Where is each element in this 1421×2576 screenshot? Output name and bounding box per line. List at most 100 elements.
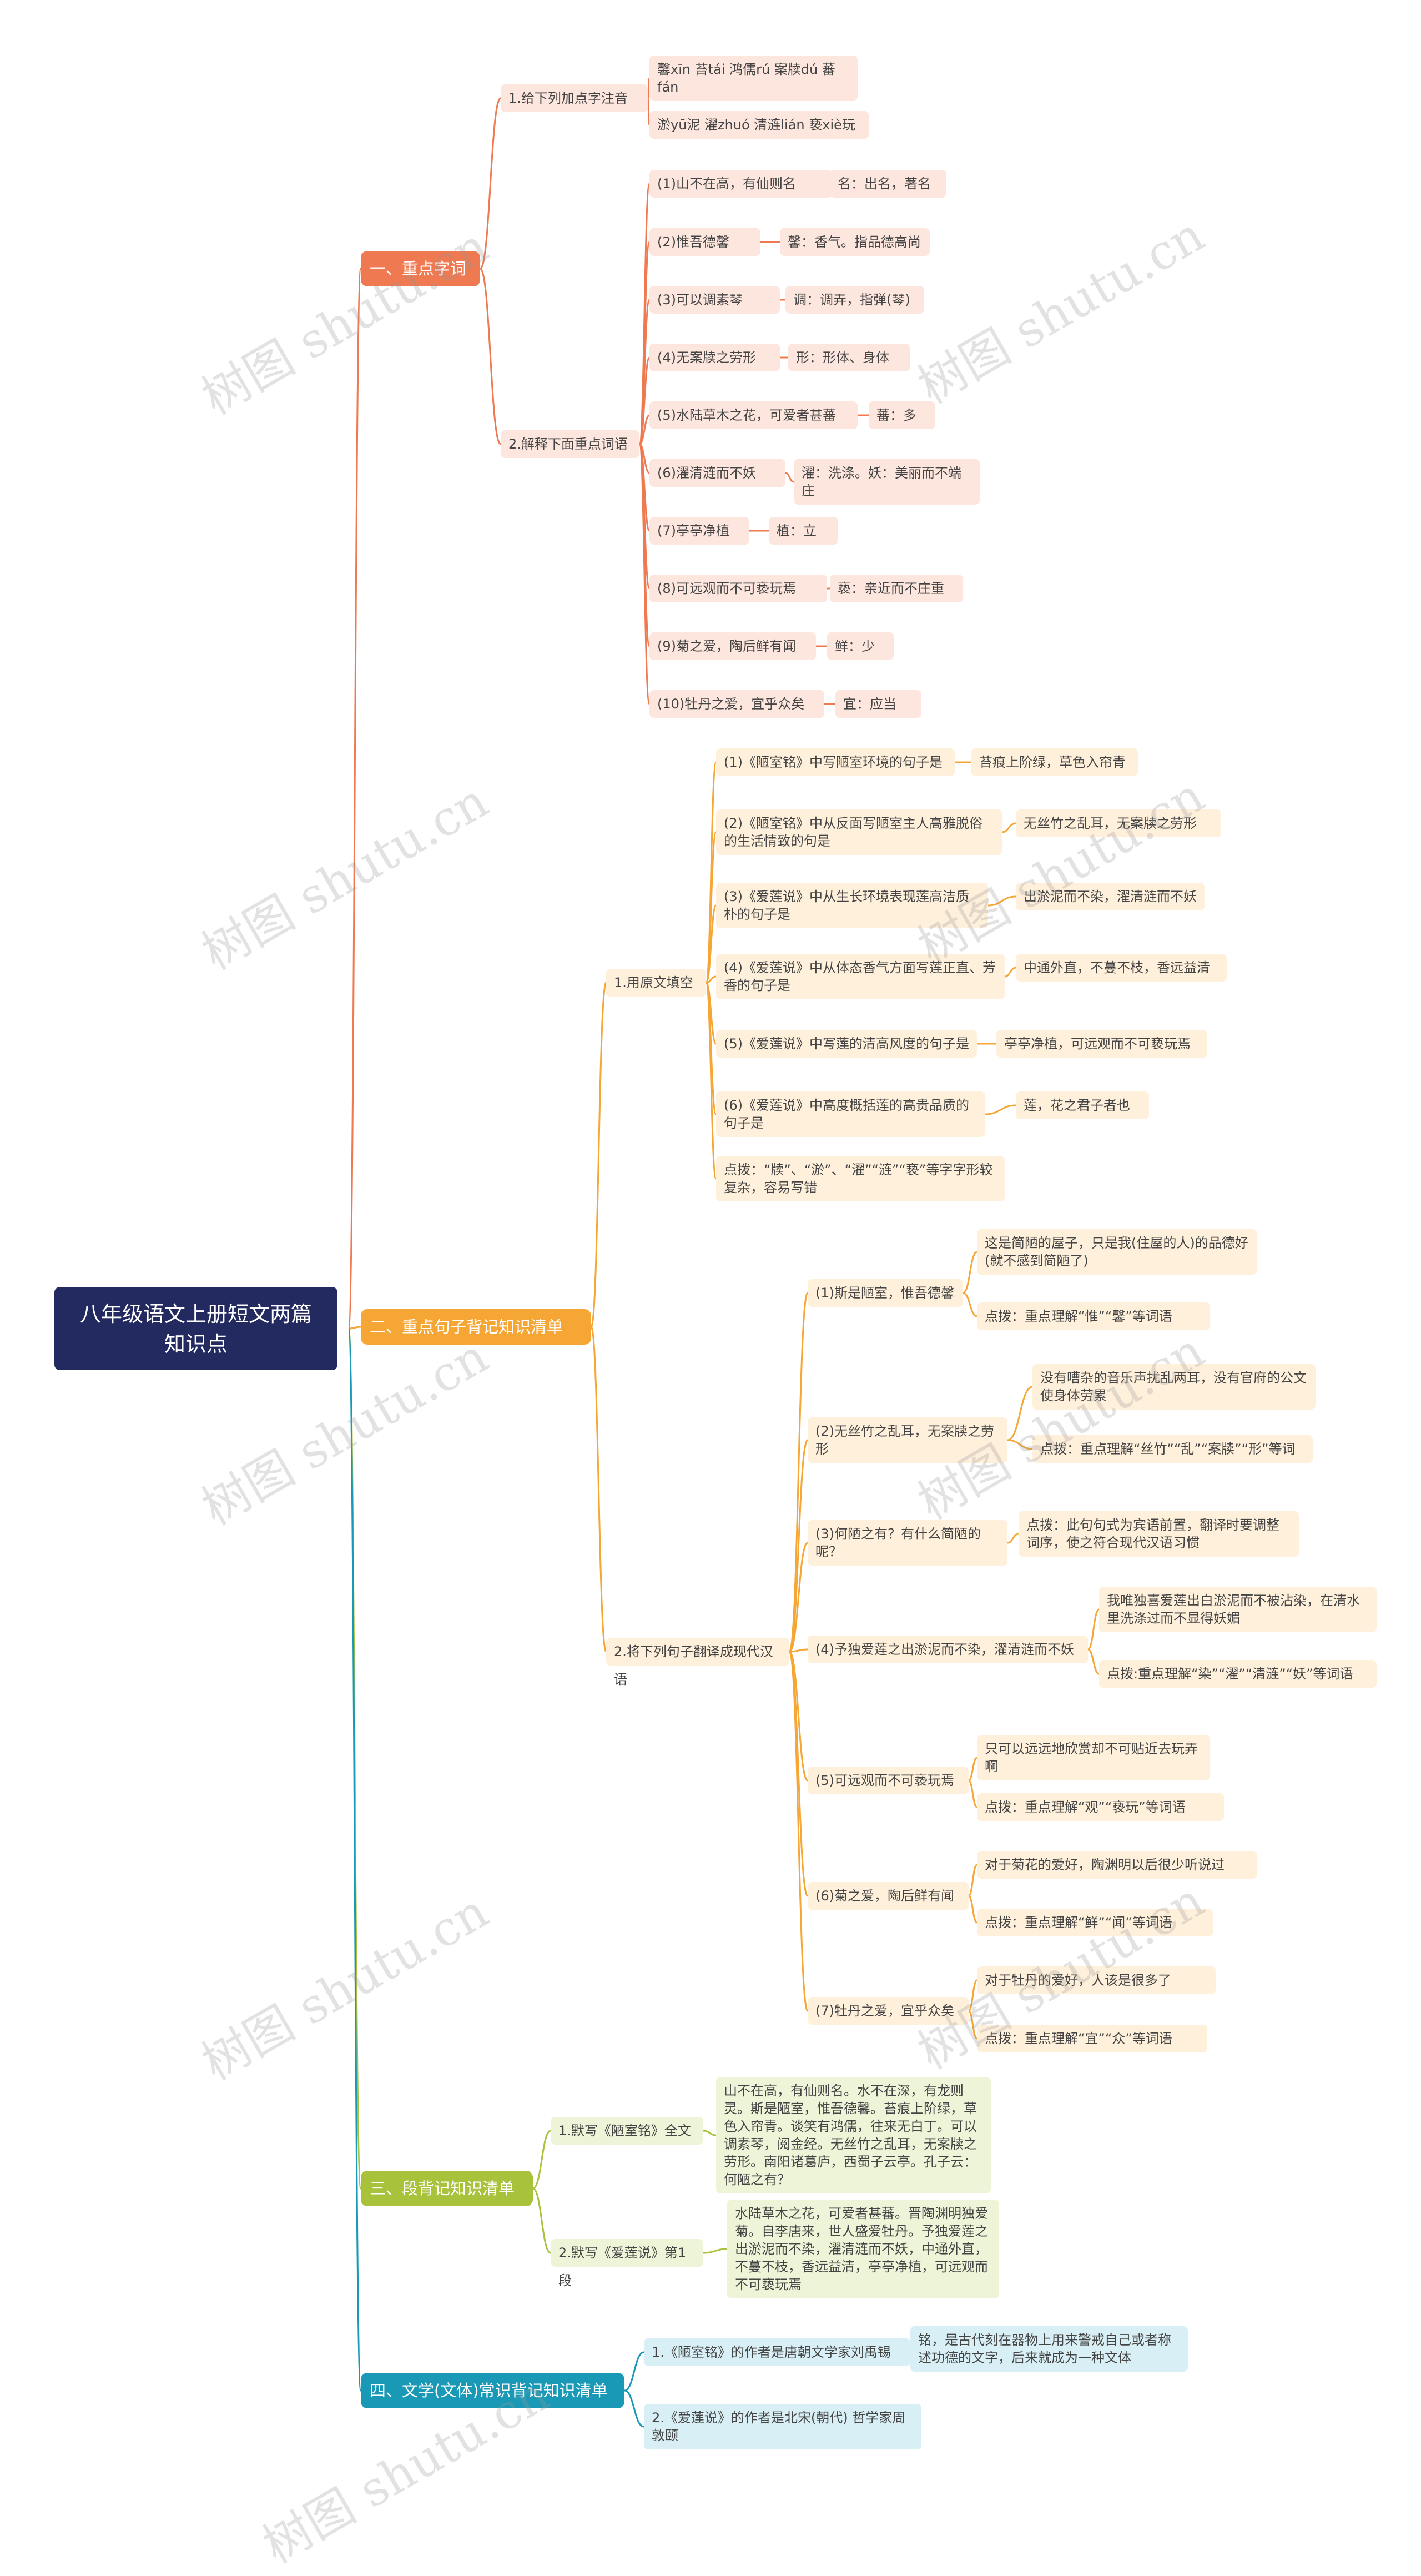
item-to-note-line [987,895,1016,907]
leaf-word-meaning[interactable]: 名：出名，著名 [830,170,946,198]
leaf-word[interactable]: (10)牡丹之爱，宜乎众矣 [649,690,824,718]
leaf-word-meaning[interactable]: 调：调弄，指弹(琴) [785,286,924,314]
leaf-word-meaning[interactable]: 植：立 [769,517,838,545]
section-to-group-line [532,2187,551,2254]
item-to-sub-line [963,1292,977,1317]
leaf-word-meaning[interactable]: 形：形体、身体 [788,344,910,371]
leaf-sentence[interactable]: (2)无丝竹之乱耳，无案牍之劳形 [808,1417,1007,1463]
leaf-answer[interactable]: 莲，花之君子者也 [1016,1091,1149,1119]
leaf-word-meaning[interactable]: 鲜：少 [827,632,894,660]
leaf-sentence[interactable]: (6)菊之爱，陶后鲜有闻 [808,1882,969,1910]
leaf-answer[interactable]: 中通外直，不蔓不枝，香远益清 [1016,954,1227,982]
leaf-word[interactable]: (1)山不在高，有仙则名 [649,170,833,198]
group-to-item-line [638,443,651,705]
leaf-sentence[interactable]: (5)可远观而不可亵玩焉 [808,1767,969,1794]
item-to-sub-line [1007,1533,1019,1544]
group-to-item-line [789,1648,808,1653]
item-to-note-line [785,472,794,483]
leaf-question[interactable]: (2)《陋室铭》中从反面写陋室主人高雅脱俗的生活情致的句是 [716,809,1002,855]
leaf-word-meaning[interactable]: 蕃：多 [869,401,935,429]
item-to-sub-line [963,1251,977,1294]
leaf-answer[interactable]: 亭亭净植，可远观而不可亵玩焉 [996,1030,1207,1058]
leaf-word-meaning[interactable]: 亵：亲近而不庄重 [830,575,963,602]
item-to-note-line [985,1104,1016,1115]
leaf-genre-note[interactable]: 铭，是古代刻在器物上用来警戒自己或者称述功德的文字，后来就成为一种文体 [910,2326,1188,2372]
leaf-sentence[interactable]: (4)予独爱莲之出淤泥而不染，濯清涟而不妖 [808,1636,1088,1663]
item-to-sub-line [1087,1608,1100,1651]
section-key-sentences[interactable]: 二、重点句子背记知识清单 [361,1309,591,1345]
leaf-translation[interactable]: 没有嘈杂的音乐声扰乱两耳，没有官府的公文使身体劳累 [1032,1364,1316,1410]
leaf-pinyin-1[interactable]: 馨xīn 苔tái 鸿儒rú 案牍dú 蕃fán [649,56,858,101]
section-to-group-line [624,2351,644,2392]
leaf-full-text[interactable]: 山不在高，有仙则名。水不在深，有龙则灵。斯是陋室，惟吾德馨。苔痕上阶绿，草色入帘… [716,2077,991,2193]
leaf-word[interactable]: (3)可以调素琴 [649,286,780,314]
leaf-word-meaning[interactable]: 馨：香气。指品德高尚 [780,228,930,256]
leaf-tip[interactable]: 点拨：重点理解“观”“亵玩”等词语 [977,1793,1224,1821]
leaf-question[interactable]: (5)《爱莲说》中写莲的清高风度的句子是 [716,1030,977,1058]
group-author-liuyuxi[interactable]: 1.《陋室铭》的作者是唐朝文学家刘禹锡 [644,2338,910,2366]
root-to-section-line [347,1327,362,2392]
leaf-tip[interactable]: 点拨：此句句式为宾语前置，翻译时要调整词序，使之符合现代汉语习惯 [1019,1511,1299,1557]
group-to-item-line [705,982,717,1180]
leaf-word[interactable]: (2)惟吾德馨 [649,228,760,256]
group-to-item-line [638,356,651,445]
item-to-sub-line [968,1757,977,1782]
leaf-tip[interactable]: 点拨：“牍”、“淤”、“濯”“涟”“亵”等字字形较复杂，容易写错 [716,1156,1005,1201]
root-to-section-line [347,268,362,1330]
leaf-pinyin-2[interactable]: 淤yū泥 濯zhuó 清涟lián 亵xiè玩 [649,111,869,139]
leaf-question[interactable]: (1)《陋室铭》中写陋室环境的句子是 [716,748,955,776]
root-to-section-line [348,1326,361,1330]
leaf-answer[interactable]: 无丝竹之乱耳，无案牍之劳形 [1016,809,1221,837]
group-fill-in[interactable]: 1.用原文填空 [606,969,706,997]
leaf-question[interactable]: (6)《爱莲说》中高度概括莲的高贵品质的句子是 [716,1091,985,1137]
section-to-group-line [590,982,607,1328]
leaf-tip[interactable]: 点拨：重点理解“鲜”“闻”等词语 [977,1909,1213,1936]
root-topic[interactable]: 八年级语文上册短文两篇知识点 [54,1287,337,1370]
leaf-full-text[interactable]: 水陆草木之花，可爱者甚蕃。晋陶渊明独爱菊。自李唐来，世人盛爱牡丹。予独爱莲之出淤… [727,2200,999,2298]
leaf-translation[interactable]: 对于牡丹的爱好，人该是很多了 [977,1966,1216,1994]
leaf-translation[interactable]: 这是简陋的屋子，只是我(住屋的人)的品德好(就不感到简陋了) [977,1229,1257,1275]
section-to-group-line [479,268,502,445]
leaf-sentence[interactable]: (1)斯是陋室，惟吾德馨 [808,1279,963,1307]
group-word-explain[interactable]: 2.解释下面重点词语 [501,430,639,458]
item-to-sub-line [968,1979,978,2012]
leaf-sentence[interactable]: (3)何陋之有？有什么简陋的呢？ [808,1520,1007,1566]
leaf-tip[interactable]: 点拨：重点理解“宜”“众”等词语 [977,2025,1207,2052]
item-to-sub-line [968,2010,978,2040]
connector-lines [347,77,1100,2428]
group-pinyin[interactable]: 1.给下列加点字注音 [501,84,648,112]
leaf-question[interactable]: (3)《爱莲说》中从生长环境表现莲高洁质朴的句子是 [716,883,988,928]
group-author-zhoudunyi[interactable]: 2.《爱莲说》的作者是北宋(朝代) 哲学家周敦颐 [644,2404,921,2449]
section-literary-knowledge[interactable]: 四、文学(文体)常识背记知识清单 [361,2373,624,2408]
leaf-translation[interactable]: 我唯独喜爱莲出白淤泥而不被沾染，在清水里洗涤过而不显得妖媚 [1099,1587,1377,1632]
leaf-word[interactable]: (8)可远观而不可亵玩焉 [649,575,827,602]
leaf-word[interactable]: (5)水陆草木之花，可爱者甚蕃 [649,401,858,429]
leaf-word-meaning[interactable]: 濯：洗涤。妖：美丽而不端庄 [794,459,980,505]
group-to-item-line [788,1439,809,1653]
leaf-tip[interactable]: 点拨：重点理解“惟”“馨”等词语 [977,1302,1210,1330]
group-loushiming[interactable]: 1.默写《陋室铭》全文 [551,2117,703,2145]
leaf-answer[interactable]: 苔痕上阶绿，草色入帘青 [971,748,1138,776]
group-to-item-line [703,2248,728,2254]
leaf-word[interactable]: (6)濯清涟而不妖 [649,459,785,487]
leaf-word[interactable]: (7)亭亭净植 [649,517,749,545]
group-translate[interactable]: 2.将下列句子翻译成现代汉语 [606,1638,789,1687]
leaf-tip[interactable]: 点拨：重点理解“丝竹”“乱”“案牍”“形”等词 [1032,1435,1313,1463]
group-to-item-line [647,97,651,126]
leaf-word[interactable]: (9)菊之爱，陶后鲜有闻 [649,632,816,660]
leaf-answer[interactable]: 出淤泥而不染，濯清涟而不妖 [1016,883,1205,910]
section-recitation[interactable]: 三、段背记知识清单 [361,2171,533,2206]
section-key-words[interactable]: 一、重点字词 [361,251,480,286]
leaf-question[interactable]: (4)《爱莲说》中从体态香气方面写莲正直、芳香的句子是 [716,954,1005,999]
item-to-sub-line [1087,1648,1100,1675]
leaf-word[interactable]: (4)无案牍之劳形 [649,344,780,371]
item-to-sub-line [968,1895,978,1924]
leaf-word-meaning[interactable]: 宜：应当 [835,690,921,718]
group-to-item-line [788,1651,809,2012]
item-to-note-line [1001,822,1016,833]
leaf-sentence[interactable]: (7)牡丹之爱，宜乎众矣 [808,1997,969,2025]
group-ailianshuo[interactable]: 2.默写《爱莲说》第1段 [551,2239,703,2288]
leaf-translation[interactable]: 对于菊花的爱好，陶渊明以后很少听说过 [977,1851,1257,1879]
leaf-tip[interactable]: 点拨:重点理解“染”“濯”“清涟”“妖”等词语 [1099,1660,1377,1688]
leaf-translation[interactable]: 只可以远远地欣赏却不可贴近去玩弄啊 [977,1735,1210,1780]
